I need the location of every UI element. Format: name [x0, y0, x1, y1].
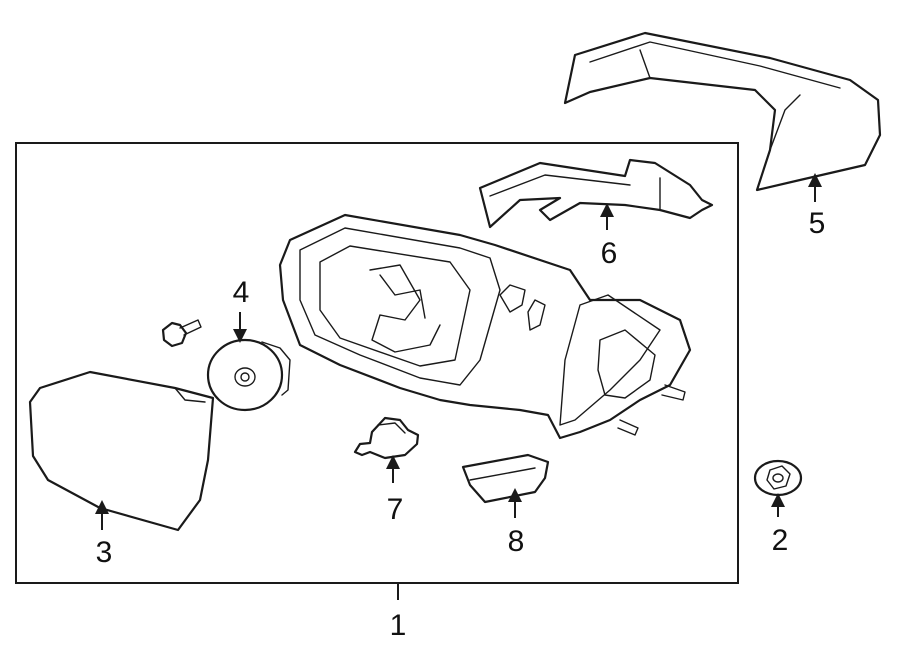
mirror-glass-part	[28, 370, 215, 532]
callout-7-label: 7	[387, 493, 404, 526]
motor-plate-part	[206, 338, 291, 412]
callout-4-label: 4	[233, 276, 250, 309]
skull-cap-part	[563, 31, 882, 192]
callout-6-label: 6	[601, 237, 618, 270]
lamp-socket-part	[353, 416, 420, 460]
nut-part	[753, 459, 803, 497]
callout-1-label: 1	[390, 609, 407, 642]
puddle-lamp-part	[461, 453, 550, 504]
assembly-frame	[15, 142, 739, 584]
callout-8-label: 8	[508, 525, 525, 558]
callout-2-label: 2	[772, 524, 789, 557]
callout-5-label: 5	[809, 207, 826, 240]
screw-part	[161, 319, 202, 348]
callout-3-label: 3	[96, 536, 113, 569]
bracket-part	[478, 158, 714, 229]
mirror-housing-part	[278, 213, 692, 440]
